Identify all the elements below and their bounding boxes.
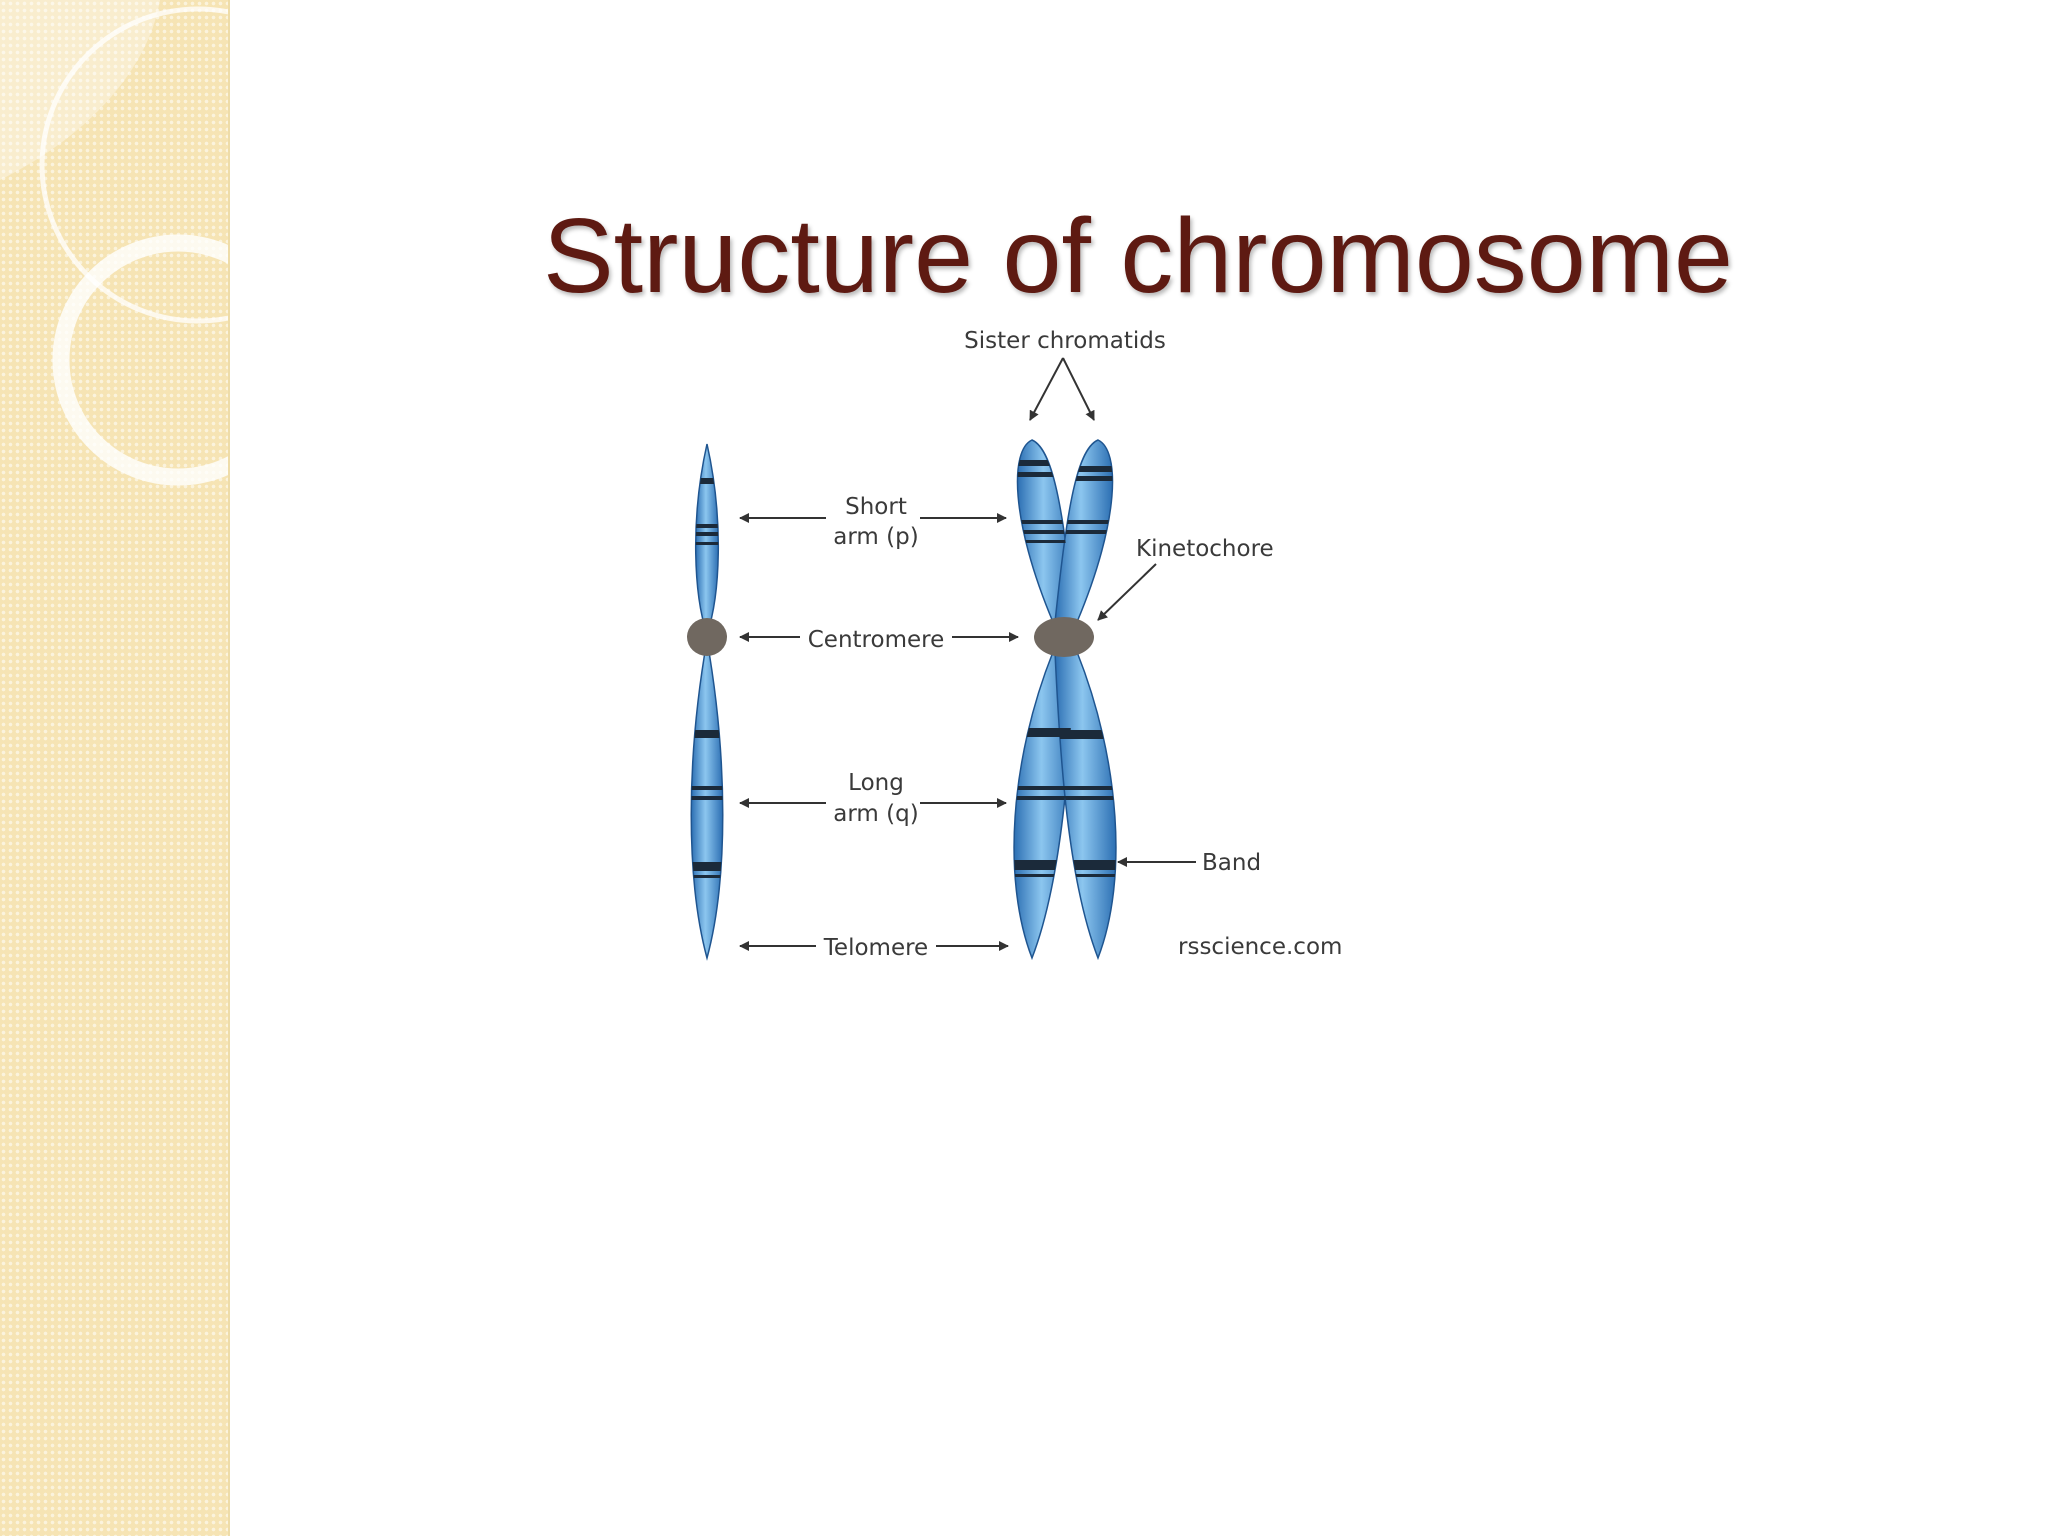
label-telomere: Telomere bbox=[823, 935, 928, 961]
label-centromere: Centromere bbox=[808, 627, 944, 653]
single-upper-bands bbox=[695, 478, 719, 545]
decorative-sidebar bbox=[0, 0, 230, 1536]
single-short-arm bbox=[695, 443, 719, 637]
left-lower-bands bbox=[1014, 728, 1075, 877]
replicated-centromere bbox=[1034, 617, 1094, 657]
single-centromere bbox=[687, 618, 727, 656]
label-long-arm-line2: arm (q) bbox=[833, 801, 918, 827]
label-short-arm-line2: arm (p) bbox=[833, 524, 918, 550]
single-chromosome bbox=[687, 443, 727, 961]
label-long-arm-line1: Long bbox=[848, 770, 904, 796]
replicated-chromosome bbox=[1013, 439, 1117, 961]
right-upper-bands bbox=[1055, 466, 1113, 534]
sidebar-ring-decoration bbox=[0, 0, 228, 486]
label-band: Band bbox=[1202, 850, 1261, 876]
label-source: rsscience.com bbox=[1178, 934, 1342, 960]
label-kinetochore: Kinetochore bbox=[1136, 536, 1274, 562]
arrows bbox=[739, 357, 1196, 951]
sister-chromatid-arrow-left bbox=[1029, 357, 1064, 421]
sister-chromatid-arrow-right bbox=[1062, 357, 1095, 421]
kinetochore-arrow bbox=[1097, 563, 1157, 621]
label-short-arm-line1: Short bbox=[845, 494, 907, 520]
right-lower-bands bbox=[1055, 730, 1116, 877]
single-lower-bands bbox=[691, 730, 723, 878]
left-upper-bands bbox=[1017, 460, 1075, 543]
slide-title: Structure of chromosome bbox=[542, 197, 1733, 315]
label-sister-chromatids: Sister chromatids bbox=[964, 328, 1166, 354]
